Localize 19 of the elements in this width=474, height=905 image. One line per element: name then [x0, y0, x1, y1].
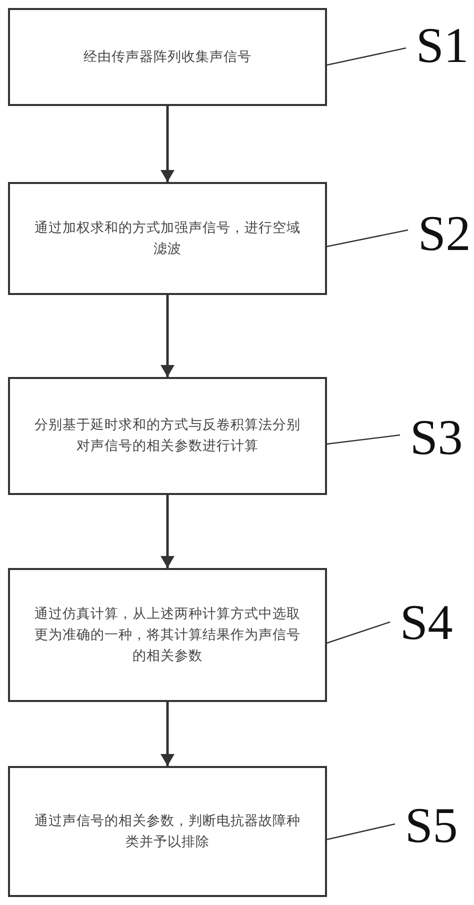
leader-line	[326, 434, 400, 445]
step-label: S2	[418, 208, 471, 258]
arrow	[160, 495, 174, 568]
leader-line	[326, 229, 408, 248]
process-box: 通过加权求和的方式加强声信号，进行空域滤波	[8, 182, 327, 295]
process-box: 分别基于延时求和的方式与反卷积算法分别对声信号的相关参数进行计算	[8, 377, 327, 495]
arrow	[160, 702, 174, 766]
leader-line	[326, 621, 390, 644]
process-box: 通过声信号的相关参数，判断电抗器故障种类并予以排除	[8, 766, 327, 897]
step-label: S1	[416, 20, 469, 70]
leader-line	[326, 823, 396, 840]
process-box: 通过仿真计算，从上述两种计算方式中选取更为准确的一种，将其计算结果作为声信号的相关参数	[8, 568, 327, 702]
leader-line	[326, 47, 406, 66]
arrow	[160, 295, 174, 377]
step-label: S4	[400, 597, 453, 647]
arrow	[160, 106, 174, 182]
step-label: S3	[410, 412, 463, 462]
step-label: S5	[405, 800, 458, 850]
process-box: 经由传声器阵列收集声信号	[8, 8, 327, 106]
